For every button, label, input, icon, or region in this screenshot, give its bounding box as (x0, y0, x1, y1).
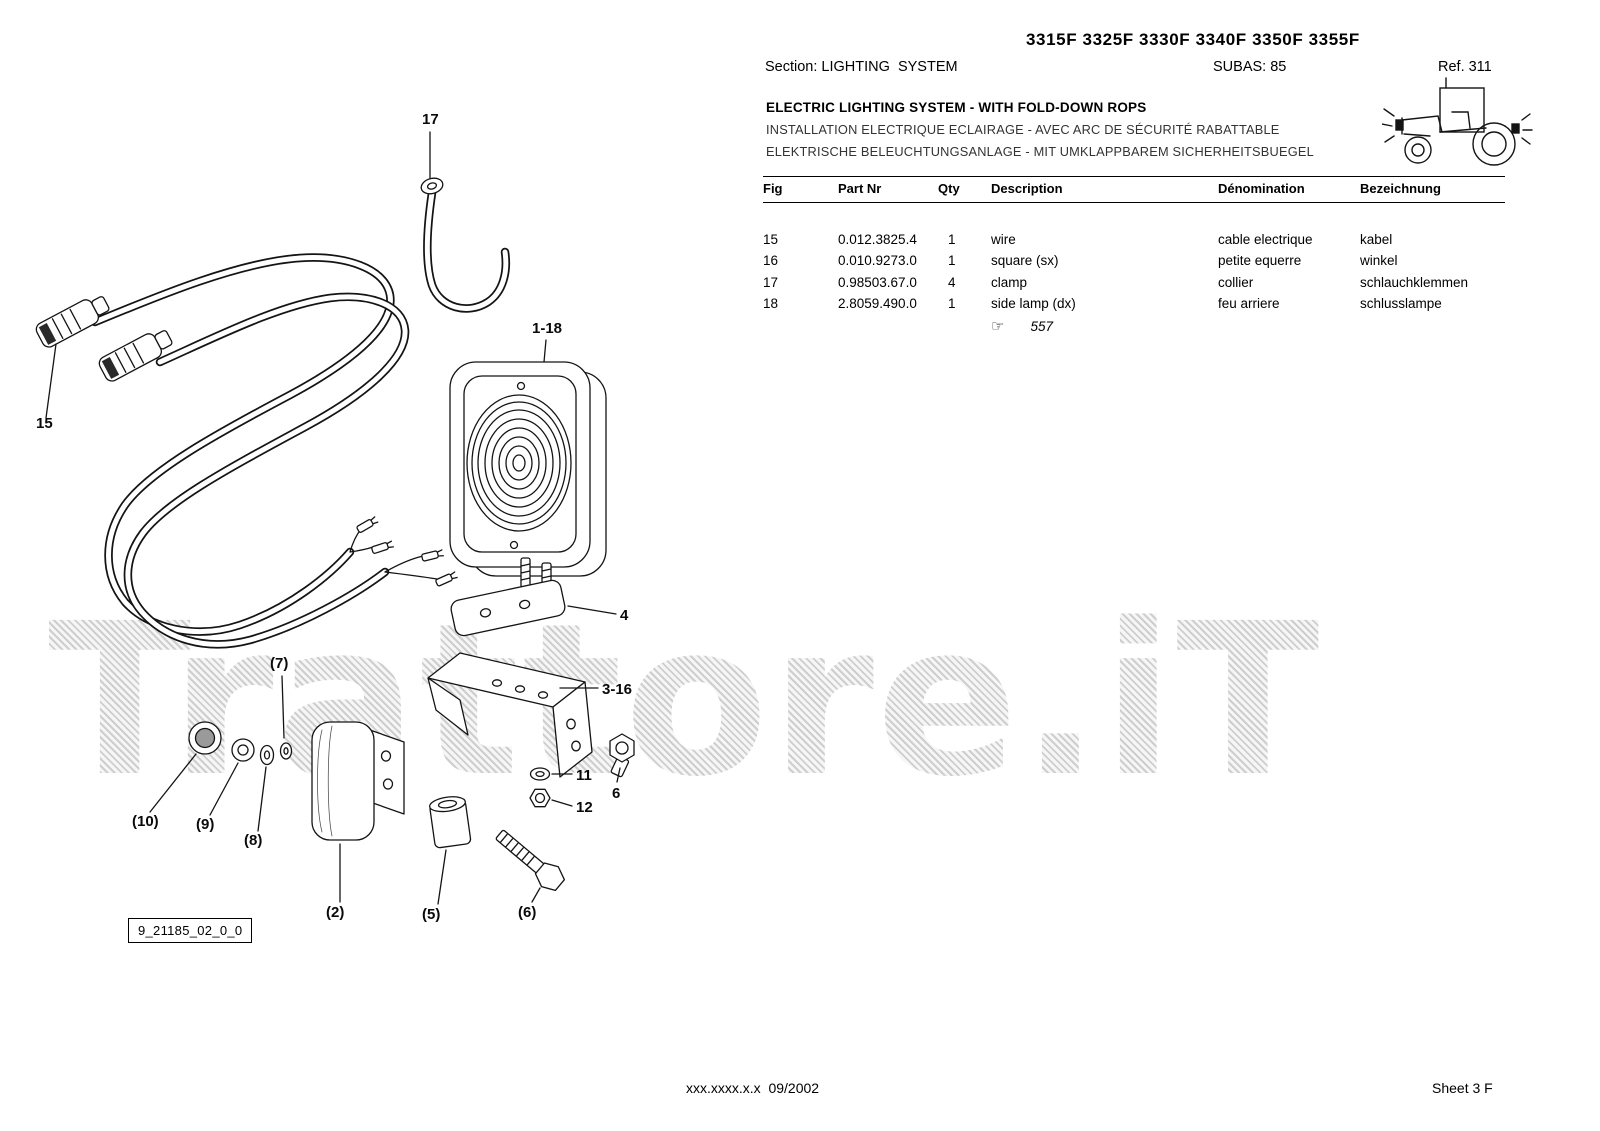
washer (259, 744, 275, 766)
label-wire: 15 (36, 415, 53, 432)
title-english: ELECTRIC LIGHTING SYSTEM - WITH FOLD-DOW… (766, 100, 1147, 115)
leader-lines (45, 131, 621, 905)
cell-den: collier (1218, 274, 1254, 290)
footer-code: xxx.xxxx.x.x 09/2002 (686, 1080, 820, 1096)
cap-nut (188, 721, 222, 755)
cell-part: 0.010.9273.0 (838, 253, 917, 269)
cell-desc: clamp (991, 274, 1028, 290)
col-desc: Description (991, 181, 1063, 196)
cell-den: feu arriere (1218, 296, 1280, 312)
label-nut12: 12 (576, 799, 593, 816)
col-part: Part Nr (838, 181, 882, 196)
col-fig: Fig (763, 181, 783, 196)
cell-den: cable electrique (1218, 232, 1313, 247)
label-nut9: (9) (196, 816, 214, 833)
wire-terminal (435, 571, 458, 587)
title-french: INSTALLATION ELECTRIQUE ECLAIRAGE - AVEC… (766, 122, 1280, 137)
parts-table: Fig Part Nr Qty Description Dénomination… (763, 176, 1505, 337)
label-washer7: (7) (270, 655, 288, 672)
square-bracket (427, 652, 593, 778)
cell-bez: schlusslampe (1360, 296, 1442, 312)
wire-terminal (421, 549, 444, 562)
hex-nut (529, 788, 551, 808)
cable-connector (35, 296, 110, 348)
table-header: Fig Part Nr Qty Description Dénomination… (763, 176, 1505, 203)
cell-part: 2.8059.490.0 (838, 296, 917, 312)
cell-bez: kabel (1360, 232, 1393, 247)
ref-label: Ref. 311 (1438, 59, 1492, 75)
wire-terminal (356, 516, 379, 533)
cable-connector (98, 330, 173, 382)
side-lamp (449, 361, 607, 600)
label-clamp: 17 (422, 111, 439, 128)
cell-bez: winkel (1360, 253, 1398, 269)
cell-desc: square (sx) (991, 253, 1059, 269)
table-note: ☞ 557 (763, 316, 1505, 337)
note-page-number: 557 (1030, 318, 1053, 334)
label-clamp2: (2) (326, 904, 344, 921)
lamp-lens (466, 394, 572, 532)
label-spacer5: (5) (422, 906, 440, 923)
label-lamp: 1-18 (532, 320, 562, 337)
label-washer11: 11 (576, 767, 592, 784)
cell-qty: 4 (948, 274, 956, 290)
cell-fig: 17 (763, 274, 779, 290)
washer (529, 767, 551, 781)
tractor-icon (1382, 77, 1533, 166)
cell-part: 0.98503.67.0 (838, 274, 917, 290)
cell-part: 0.012.3825.4 (838, 232, 917, 247)
wire-cable (90, 253, 458, 649)
label-capnut10: (10) (132, 813, 159, 830)
flange-nut (231, 738, 255, 762)
wire-terminal (371, 540, 394, 554)
col-qty: Qty (938, 181, 960, 196)
mounting-plate (450, 579, 566, 637)
spacer-bushing (428, 796, 472, 849)
part-labels: 15 17 1-18 4 3-16 (7) (10) (9) (8) (2) (… (36, 111, 632, 923)
label-plate: 4 (620, 607, 629, 624)
hex-bolt (609, 733, 635, 778)
cell-desc: wire (991, 232, 1016, 247)
tractor-drawing (1382, 77, 1533, 166)
title-german: ELEKTRISCHE BELEUCHTUNGSANLAGE - MIT UMK… (766, 144, 1314, 159)
cell-den: petite equerre (1218, 253, 1302, 269)
label-boltp6: (6) (518, 904, 536, 921)
col-den: Dénomination (1218, 181, 1305, 196)
cell-bez: schlauchklemmen (1360, 274, 1469, 290)
cell-desc: side lamp (dx) (991, 296, 1076, 312)
hose-clamp (420, 177, 510, 313)
model-list: 3315F 3325F 3330F 3340F 3350F 3355F (1026, 30, 1360, 49)
washer (279, 742, 293, 760)
subas-label: SUBAS: 85 (1213, 59, 1287, 75)
clamp-body (311, 721, 405, 841)
cell-qty: 1 (948, 296, 956, 312)
label-bolt6: 6 (612, 785, 620, 802)
exploded-diagram: 15 17 1-18 4 3-16 (7) (10) (9) (8) (2) (… (35, 111, 635, 923)
cell-qty: 1 (948, 232, 956, 247)
cell-fig: 16 (763, 253, 779, 269)
col-bez: Bezeichnung (1360, 181, 1441, 196)
drawing-code-box: 9_21185_02_0_0 (128, 918, 253, 943)
label-bracket: 3-16 (602, 681, 632, 698)
cell-qty: 1 (948, 253, 956, 269)
cell-fig: 15 (763, 232, 779, 247)
footer-sheet: Sheet 3 F (1432, 1080, 1493, 1096)
hex-bolt (495, 829, 566, 892)
table-body: 15 0.012.3825.4 1 wire cable electrique … (763, 229, 1505, 315)
section-label: Section: LIGHTING SYSTEM (765, 59, 958, 75)
pointer-icon: ☞ (991, 317, 1005, 335)
label-washer8: (8) (244, 832, 262, 849)
cell-fig: 18 (763, 296, 779, 312)
